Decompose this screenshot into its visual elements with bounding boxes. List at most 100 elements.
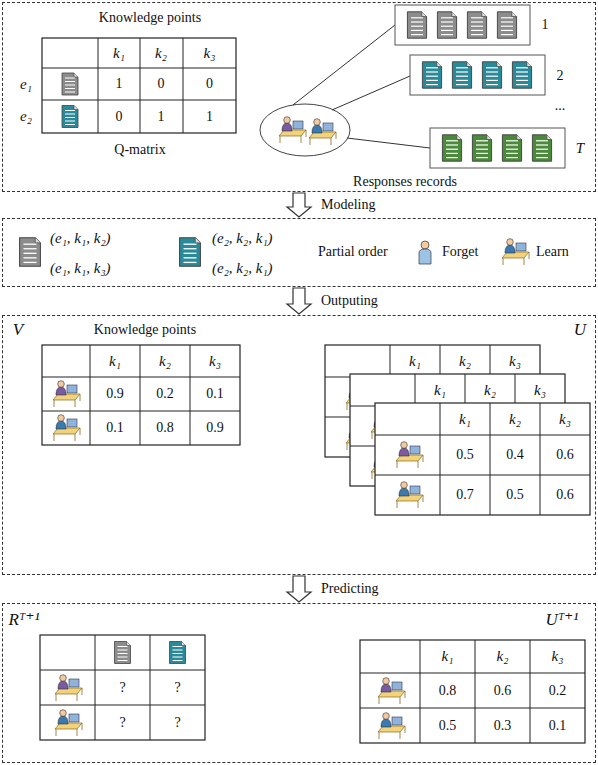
document-icon — [512, 62, 531, 88]
symbol-label: T — [576, 140, 584, 157]
document-icon — [442, 135, 461, 161]
document-icon — [20, 238, 41, 267]
table-cell: 1 — [116, 76, 123, 91]
document-icon — [467, 12, 486, 38]
table-cell: 0 — [158, 76, 165, 91]
flow-arrow — [287, 288, 311, 314]
learner-icon — [309, 119, 336, 145]
table-cell: 0.9 — [106, 386, 124, 401]
symbol-label: k₂ — [159, 353, 171, 370]
symbol-label: e₂ — [20, 108, 32, 125]
partial-order-tuple: (e₁, k₁, k₂) — [50, 230, 111, 247]
symbol-label: k₃ — [534, 382, 546, 399]
table-cell: 0.1 — [206, 386, 224, 401]
table-cell: 0.8 — [439, 683, 457, 698]
record-link — [332, 76, 410, 110]
learner-icon — [378, 713, 405, 739]
caption-text: Partial order — [318, 244, 388, 259]
document-icon — [497, 12, 516, 38]
table-grid — [375, 403, 590, 515]
record-link — [347, 138, 430, 148]
document-icon — [532, 135, 551, 161]
learner-icon — [396, 482, 423, 508]
stage-panel — [2, 218, 596, 287]
table-cell: 0.5 — [439, 718, 457, 733]
document-icon — [180, 238, 201, 267]
table-cell: ... — [555, 98, 566, 113]
symbol-label: k₁ — [442, 648, 454, 665]
record-box — [430, 128, 565, 168]
table-grid — [360, 640, 585, 743]
document-icon — [452, 62, 471, 88]
symbol-label: k₃ — [552, 648, 564, 665]
learner-icon — [396, 442, 423, 468]
record-link — [293, 25, 395, 105]
table-cell: 0.6 — [556, 447, 574, 462]
table-cell: 0.7 — [456, 487, 474, 502]
document-icon — [170, 642, 186, 664]
document-icon — [62, 73, 78, 95]
learner-icon — [378, 678, 405, 704]
partial-order-tuple: (e₁, k₁, k₃) — [50, 260, 111, 277]
symbol-label: k₁ — [109, 353, 121, 370]
symbol-label: k₃ — [209, 353, 221, 370]
table-cell: 0 — [116, 109, 123, 124]
table-cell: 0 — [206, 76, 213, 91]
forget-icon — [419, 241, 431, 264]
caption-text: Knowledge points — [94, 322, 196, 337]
table-cell: 0.9 — [206, 420, 224, 435]
learner-icon — [55, 675, 82, 701]
caption-text: Forget — [442, 244, 478, 259]
learner-icon — [502, 239, 529, 265]
table-cell: ? — [119, 680, 125, 695]
symbol-label: k₃ — [559, 411, 571, 428]
partial-order-tuple: (e₂, k₂, k₁) — [212, 230, 273, 247]
record-box — [395, 5, 530, 45]
flow-arrow — [287, 193, 311, 217]
table-cell: 1 — [542, 17, 549, 32]
table-cell: ? — [119, 715, 125, 730]
document-icon — [422, 62, 441, 88]
symbol-label: k₂ — [155, 45, 167, 62]
matrix-name: V — [13, 321, 23, 340]
stage-panel — [2, 315, 596, 575]
table-cell: 0.8 — [156, 420, 174, 435]
record-box — [410, 55, 545, 95]
document-icon — [62, 106, 78, 128]
symbol-label: k₃ — [509, 353, 521, 370]
matrix-name: Rᵀ⁺¹ — [8, 611, 39, 630]
symbol-label: k₁ — [434, 382, 446, 399]
table-grid — [40, 635, 205, 740]
symbol-label: k₂ — [459, 353, 471, 370]
table-cell: ? — [174, 680, 180, 695]
document-icon — [115, 642, 131, 664]
table-cell: 1 — [206, 109, 213, 124]
learner-icon — [279, 117, 306, 143]
learner-icon — [53, 415, 80, 441]
table-cell: 0.3 — [494, 718, 512, 733]
caption-text: Knowledge points — [99, 10, 201, 25]
flow-arrow — [287, 576, 311, 602]
table-cell: 0.6 — [556, 487, 574, 502]
stage-panel — [2, 2, 596, 192]
student-group — [260, 104, 350, 156]
caption-text: Q-matrix — [114, 142, 165, 157]
caption-text: Responses records — [353, 174, 457, 189]
document-icon — [472, 135, 491, 161]
symbol-label: e₁ — [20, 76, 32, 93]
step-label: Predicting — [319, 581, 381, 597]
matrix-name: Uᵀ⁺¹ — [546, 611, 579, 630]
table-cell: 0.2 — [549, 683, 567, 698]
symbol-label: k₁ — [459, 411, 471, 428]
table-cell: ? — [174, 715, 180, 730]
learner-icon — [55, 710, 82, 736]
symbol-label: k₁ — [113, 45, 125, 62]
caption-text: Learn — [536, 244, 569, 259]
table-cell: 0.1 — [549, 718, 567, 733]
symbol-label: k₁ — [409, 353, 421, 370]
table-cell: 0.6 — [494, 683, 512, 698]
table-cell: 2 — [557, 68, 564, 83]
table-cell: 0.4 — [506, 447, 524, 462]
step-label: Modeling — [319, 197, 377, 213]
